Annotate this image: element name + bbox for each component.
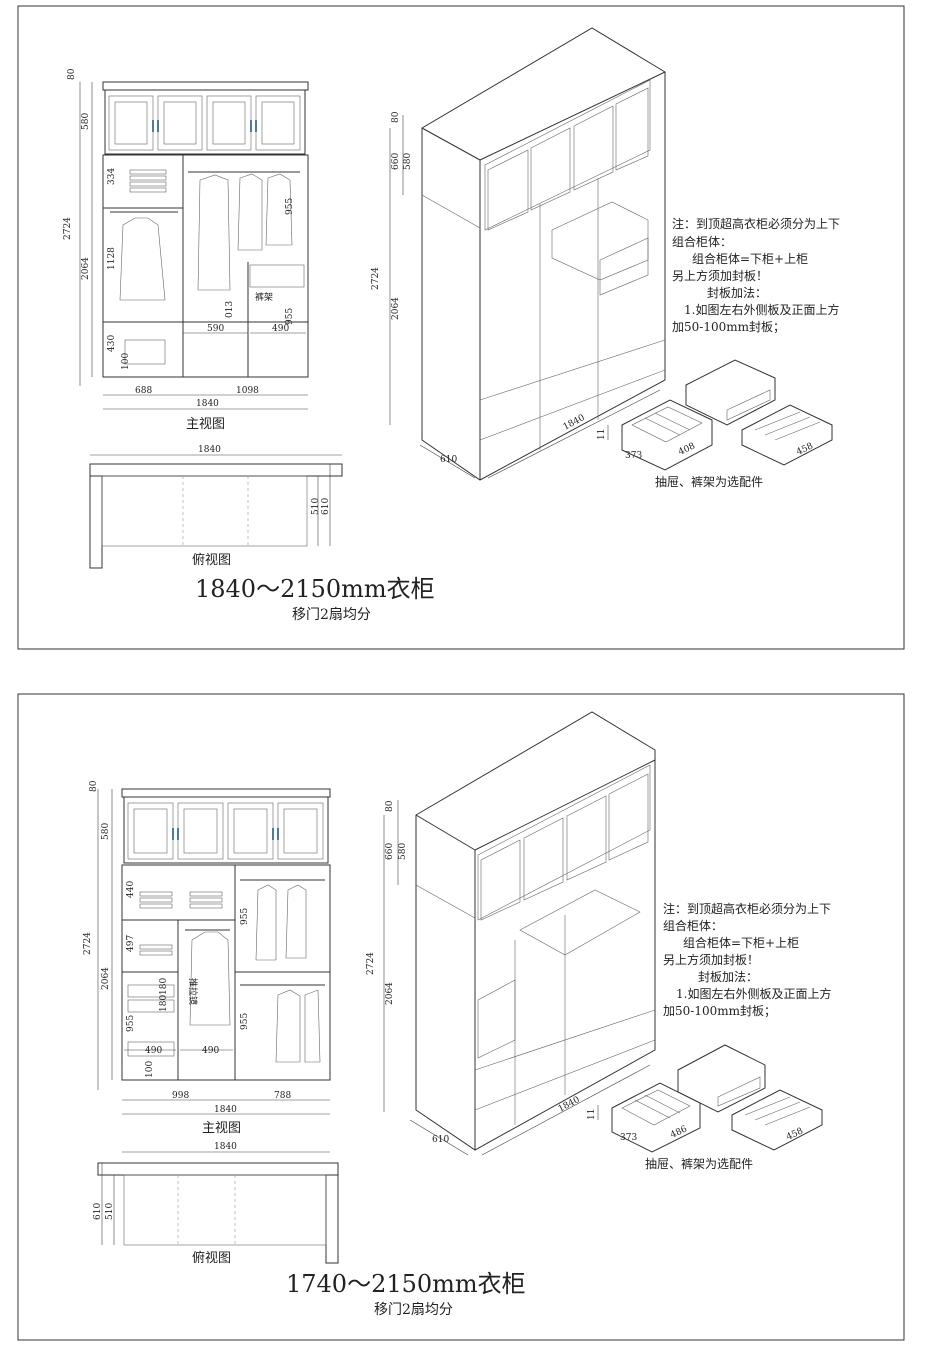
panel-2-frame <box>17 693 905 1341</box>
note-1-6: 加50-100mm封板； <box>672 320 785 334</box>
top-view-label-2: 俯视图 <box>192 1250 231 1266</box>
dim-left-w: 688 <box>135 386 152 396</box>
dim-top-h: 80 <box>67 68 77 80</box>
note-2-2: 组合柜体=下柜+上柜 <box>683 935 799 950</box>
dim2-shelf-h: 440 <box>126 881 136 898</box>
dim-bottom-h: 430 <box>107 335 117 352</box>
note-2-5: 1.如图左右外侧板及正面上方 <box>676 986 831 1001</box>
acc-dim-h-1: 11 <box>597 429 607 440</box>
dim-hang-h: 1128 <box>107 247 117 270</box>
top-view-2: 1840 610 510 <box>93 1142 339 1264</box>
dim2-total-w: 1840 <box>214 1105 237 1115</box>
dim2-right-low-h: 955 <box>240 1013 250 1030</box>
title-1: 1840～2150mm衣柜 <box>195 575 435 603</box>
dim-total-h: 2724 <box>63 217 73 240</box>
iso-dim-depth-1: 610 <box>440 455 457 465</box>
dim-base-h: 100 <box>121 353 131 370</box>
top-view-depth-outer-1: 610 <box>321 498 331 515</box>
dim-right-low-h: 955 <box>285 308 295 325</box>
acc2-dim-tray-d: 373 <box>620 1133 637 1143</box>
dim2-lower-h: 2064 <box>101 967 111 990</box>
notes-1: 注：到顶超高衣柜必须分为上下 组合柜体： 组合柜体=下柜+上柜 另上方须加封板！… <box>672 216 840 334</box>
iso-dim-top-1: 80 <box>391 111 401 123</box>
accessories-1: 11 373 408 458 抽屉、裤架为选配件 <box>597 359 833 489</box>
top-view-depth-outer-2: 610 <box>93 1203 103 1220</box>
notes-2: 注：到顶超高衣柜必须分为上下 组合柜体： 组合柜体=下柜+上柜 另上方须加封板！… <box>663 901 831 1018</box>
front-view-label-1: 主视图 <box>186 417 225 432</box>
dim2-total-h: 2724 <box>83 932 93 955</box>
note-2-4: 封板加法： <box>698 970 758 984</box>
note-2-1: 组合柜体： <box>663 918 723 933</box>
dim2-base-h: 100 <box>145 1061 155 1078</box>
iso2-dim-upper-inner: 580 <box>398 843 408 860</box>
acc-dim-tray-d-1: 373 <box>625 451 642 461</box>
top-view-depth-inner-2: 510 <box>105 1203 115 1220</box>
title-2: 1740～2150mm衣柜 <box>286 1270 526 1298</box>
top-view-1: 1840 510 610 <box>89 445 343 569</box>
dim-drawer-h: 013 <box>225 301 235 318</box>
dim-total-w: 1840 <box>196 399 219 409</box>
dim2-drawer-w1: 490 <box>145 1046 162 1056</box>
note-2-3: 另上方须加封板！ <box>663 952 759 967</box>
note-1-1: 组合柜体： <box>672 234 732 249</box>
front-dims-2: 80 580 2724 2064 440 497 180 180 955 955… <box>83 780 330 1115</box>
note-2-6: 加50-100mm封板； <box>663 1004 776 1018</box>
front-view-1: 裤架 <box>102 81 309 378</box>
iso-dim-lower-1: 2064 <box>391 297 401 320</box>
dim-shelf-h: 334 <box>107 168 117 185</box>
dim2-upper-h: 580 <box>101 823 111 840</box>
drawer-label: 推拉镜 <box>187 978 199 1005</box>
top-view-width-1: 1840 <box>198 445 221 455</box>
acc2-dim-h: 11 <box>587 1109 597 1120</box>
front-view-2: 推拉镜 <box>121 788 331 1081</box>
dim-upper-h: 580 <box>81 113 91 130</box>
top-view-label-1: 俯视图 <box>192 552 231 568</box>
note-1-0: 注：到顶超高衣柜必须分为上下 <box>672 216 840 231</box>
rack-label: 裤架 <box>255 291 273 303</box>
iso-view-1: 80 660 580 2724 2064 1840 610 <box>371 27 666 481</box>
dim-lower-h: 2064 <box>81 257 91 280</box>
note-1-2: 组合柜体=下柜+上柜 <box>692 251 808 266</box>
dim2-drawer-h2: 180 <box>159 995 169 1012</box>
note-2-0: 注：到顶超高衣柜必须分为上下 <box>663 901 831 916</box>
dim2-drawer-h1: 180 <box>159 978 169 995</box>
dim2-drawer-w2: 490 <box>202 1046 219 1056</box>
accessory-label-1: 抽屉、裤架为选配件 <box>655 475 763 489</box>
dim-right-w: 490 <box>272 324 289 334</box>
iso2-dim-upper-outer: 660 <box>385 843 395 860</box>
iso-view-2: 80 660 580 2724 2064 1840 610 <box>366 711 656 1156</box>
dim-mid-w: 590 <box>207 324 224 334</box>
iso-dim-upper-inner-1: 580 <box>403 153 413 170</box>
front-view-label-2: 主视图 <box>202 1121 241 1136</box>
iso2-dim-depth: 610 <box>432 1135 449 1145</box>
panel-2: 推拉镜 80 580 2724 2064 440 497 180 180 955… <box>17 693 905 1341</box>
iso2-dim-top: 80 <box>385 800 395 812</box>
subtitle-1: 移门2扇均分 <box>292 607 371 623</box>
accessory-label-2: 抽屉、裤架为选配件 <box>645 1157 753 1171</box>
subtitle-2: 移门2扇均分 <box>374 1302 453 1318</box>
top-view-depth-inner-1: 510 <box>311 498 321 515</box>
top-view-width-2: 1840 <box>214 1142 237 1152</box>
note-1-4: 封板加法： <box>707 286 767 300</box>
iso-dim-upper-outer-1: 660 <box>391 153 401 170</box>
note-1-3: 另上方须加封板！ <box>672 268 768 283</box>
panel-1-frame <box>17 5 905 650</box>
dim-right-sec-w: 1098 <box>236 386 259 396</box>
iso-dim-total-1: 2724 <box>371 267 381 290</box>
note-1-5: 1.如图左右外侧板及正面上方 <box>684 302 839 317</box>
iso2-dim-total: 2724 <box>366 952 376 975</box>
dim2-left-w: 998 <box>172 1091 189 1101</box>
dim2-mid-h: 497 <box>126 935 136 952</box>
front-dims-1: 80 580 2724 2064 334 1128 430 100 955 01… <box>63 68 308 410</box>
dim2-top-h: 80 <box>89 780 99 792</box>
dim2-right-w: 788 <box>274 1091 291 1101</box>
dim2-right-hang-h: 955 <box>240 908 250 925</box>
dim-right-hang-h: 955 <box>285 198 295 215</box>
dim2-low-h: 955 <box>126 1015 136 1032</box>
iso2-dim-lower: 2064 <box>385 982 395 1005</box>
panel-1: 裤架 80 580 2724 2064 334 1128 430 100 955… <box>17 5 905 650</box>
